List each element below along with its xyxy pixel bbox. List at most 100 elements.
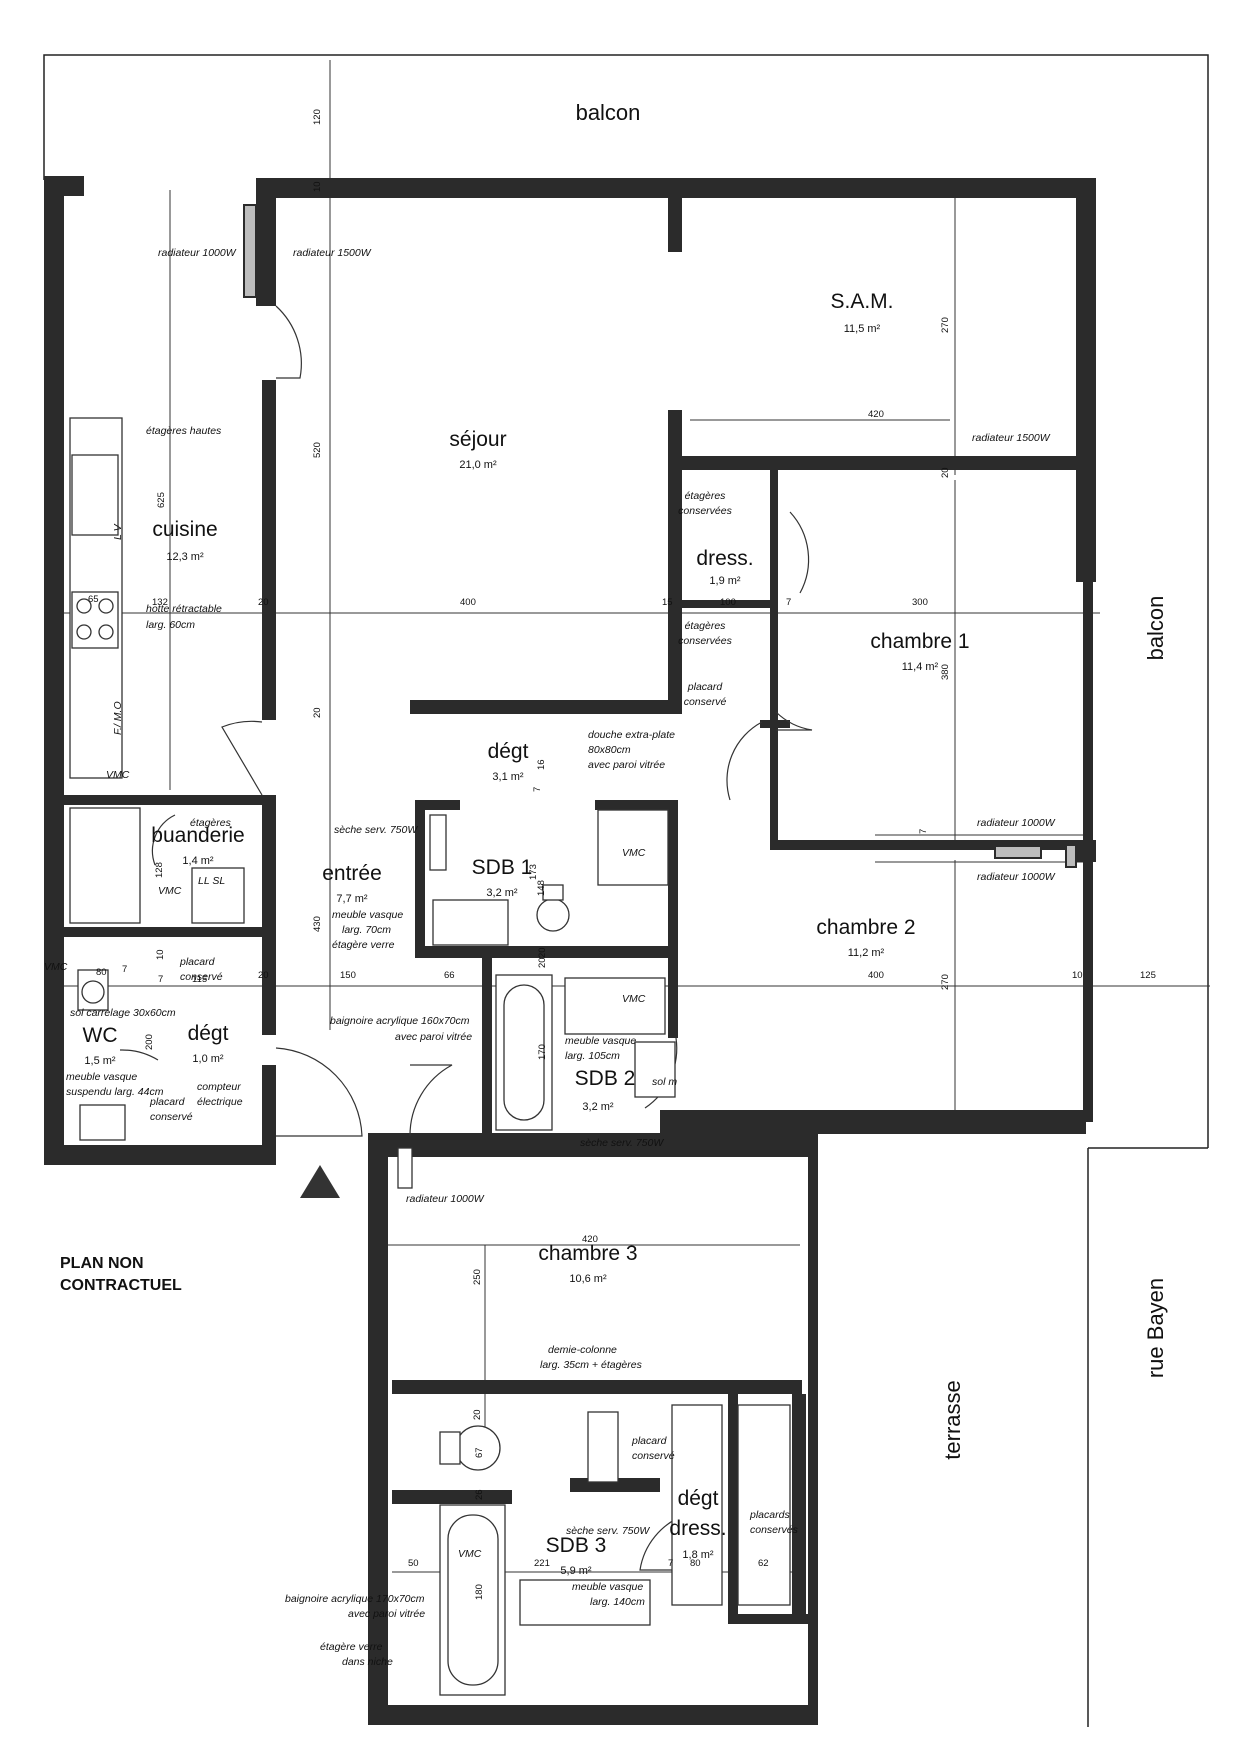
annotation: suspendu larg. 44cm: [66, 1086, 164, 1098]
annotation: placard: [149, 1096, 186, 1108]
room-name: SDB 2: [575, 1067, 636, 1090]
room-name: dress.: [696, 547, 753, 570]
annotation: conservées: [678, 635, 732, 647]
annotation: larg. 60cm: [146, 619, 195, 631]
dimension-label: 400: [868, 970, 884, 981]
room-area: 1,9 m²: [709, 575, 741, 587]
annotation: radiateur 1000W: [977, 817, 1056, 829]
dimension-labels: 120 10 270 420 520 625 132 20 400 15 100…: [88, 109, 1156, 1600]
room-area: 11,4 m²: [902, 661, 939, 673]
annotation: F./ M.O: [112, 701, 124, 735]
annotation: meuble vasque: [572, 1581, 643, 1593]
dimension-label: 400: [460, 597, 476, 608]
annotation: baignoire acrylique 170x70cm: [285, 1593, 425, 1605]
disclaimer-line-2: CONTRACTUEL: [60, 1277, 182, 1294]
balcon-right-label: balcon: [1143, 596, 1168, 661]
annotation: sol carrelage 30x60cm: [70, 1007, 176, 1019]
annotation: meuble vasque: [565, 1035, 636, 1047]
dimension-label: 115: [192, 974, 207, 985]
room-area: 11,2 m²: [848, 947, 885, 959]
dimension-label: 10: [312, 181, 323, 192]
dimension-label: 520: [312, 442, 323, 458]
annotation: conservé: [632, 1450, 675, 1462]
annotation: meuble vasque: [332, 909, 403, 921]
dimension-label: 420: [582, 1234, 598, 1245]
dimension-label: 20: [940, 467, 951, 478]
room-name: SDB 3: [546, 1534, 607, 1557]
room-area: 3,2 m²: [486, 887, 518, 899]
doors: [119, 305, 813, 1571]
dimension-label: 7: [668, 1558, 673, 1569]
room-name: entrée: [322, 862, 382, 885]
annotation: larg. 35cm + étagères: [540, 1359, 643, 1371]
annotation: sèche serv. 750W: [580, 1137, 664, 1149]
room-area: 7,7 m²: [336, 893, 368, 905]
dimension-label: 128: [154, 862, 165, 878]
property-lines: [43, 54, 1209, 1727]
dimension-label: 250: [472, 1269, 483, 1285]
annotation: 80x80cm: [588, 744, 631, 756]
annotation: larg. 70cm: [342, 924, 391, 936]
disclaimer-line-1: PLAN NON: [60, 1255, 144, 1272]
dimension-label: 7: [786, 597, 791, 608]
annotation: radiateur 1000W: [977, 871, 1056, 883]
dimension-label: 20: [258, 970, 269, 981]
annotation: placard: [687, 681, 724, 693]
annotation: douche extra-plate: [588, 729, 675, 741]
room-area: 10,6 m²: [569, 1273, 607, 1285]
annotation: étagères: [190, 817, 232, 829]
room-name: WC: [83, 1024, 118, 1047]
annotation: larg. 140cm: [590, 1596, 645, 1608]
annotation: conservé: [180, 971, 223, 983]
dimension-label: 80: [690, 1558, 701, 1569]
annotation: radiateur 1500W: [972, 432, 1051, 444]
room-name: buanderie: [151, 824, 244, 847]
dimension-label: 10: [155, 949, 166, 960]
annotation: VMC: [44, 961, 68, 973]
room-area: 1,4 m²: [182, 855, 214, 867]
dimension-label: 148: [536, 880, 547, 896]
room-area: 1,5 m²: [84, 1055, 116, 1067]
annotation: radiateur 1000W: [406, 1193, 485, 1205]
dimension-label: 173: [528, 864, 539, 880]
annotation: conservées: [678, 505, 732, 517]
annotation: conservés: [750, 1524, 799, 1536]
annotation: larg. 105cm: [565, 1050, 620, 1062]
annotation: VMC: [158, 885, 182, 897]
room-name: cuisine: [152, 518, 217, 541]
annotation: avec paroi vitrée: [395, 1031, 472, 1043]
room-name: dégt: [678, 1487, 719, 1510]
room-area: 3,1 m²: [492, 771, 524, 783]
annotation: avec paroi vitrée: [588, 759, 665, 771]
dimension-label: 300: [912, 597, 928, 608]
dimension-label: 7: [122, 964, 127, 975]
room-name: S.A.M.: [830, 290, 893, 313]
annotation: radiateur 1000W: [158, 247, 237, 259]
dimension-label: 180: [474, 1584, 485, 1600]
room-name: SDB 1: [472, 856, 533, 879]
dimension-label: 20: [258, 597, 269, 608]
dimension-label: 20: [537, 947, 548, 958]
room-name: séjour: [449, 428, 506, 451]
dimension-label: 430: [312, 916, 323, 932]
dimension-label: 420: [868, 409, 884, 420]
dimension-label: 15: [662, 597, 673, 608]
dimension-label: 170: [537, 1044, 548, 1060]
annotation: VMC: [622, 993, 646, 1005]
annotation: sol m: [652, 1076, 677, 1088]
dimension-label: 62: [758, 1558, 769, 1569]
annotation: étagères: [685, 620, 727, 632]
fixtures: [69, 417, 791, 1696]
room-area: 1,0 m²: [192, 1053, 224, 1065]
annotation: étagère verre: [332, 939, 395, 951]
annotation: hotte rétractable: [146, 603, 222, 615]
dimension-label: 20: [537, 957, 548, 968]
annotation: conservé: [150, 1111, 193, 1123]
annotation: VMC: [106, 769, 130, 781]
room-area: 3,2 m²: [582, 1101, 614, 1113]
dimension-label: 66: [444, 970, 455, 981]
annotation: radiateur 1500W: [293, 247, 372, 259]
dimension-label: 65: [88, 594, 99, 605]
annotation: L V: [112, 523, 124, 540]
dimension-label: 625: [156, 492, 167, 508]
